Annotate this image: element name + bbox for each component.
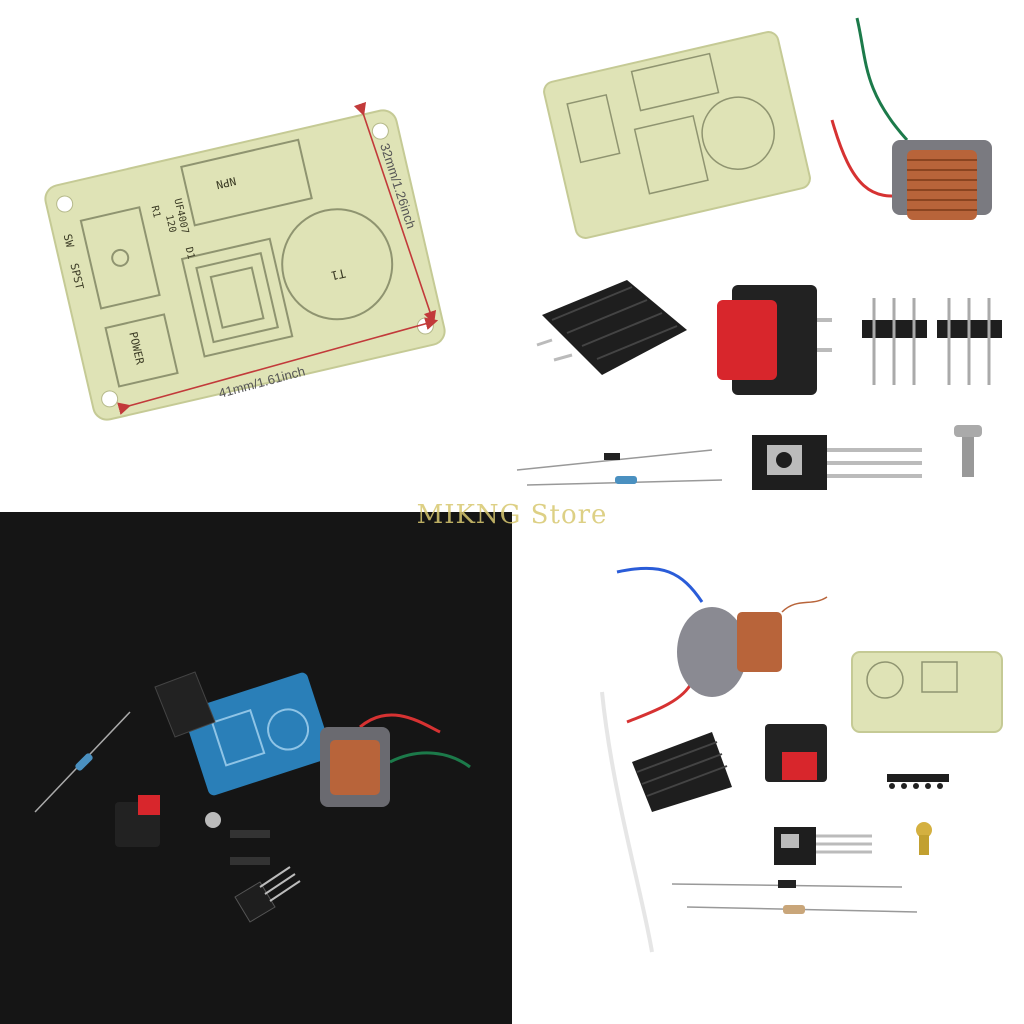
coil-label: T1 xyxy=(330,266,347,283)
kit-parts-photo-alt xyxy=(512,512,1024,1024)
blue-pcb xyxy=(183,672,333,796)
screw xyxy=(954,425,982,477)
heatsink xyxy=(536,280,687,375)
resistor-ref-label: R1 xyxy=(149,205,162,219)
diode-ref-label: D1 xyxy=(183,246,196,260)
switch-ref-label: SW xyxy=(61,233,77,249)
transistor-dark xyxy=(234,866,301,923)
ignition-coil xyxy=(830,17,992,220)
diode-alt xyxy=(671,880,903,888)
rocker-switch-dark xyxy=(115,795,160,847)
transistor-label: NPN xyxy=(215,174,237,191)
kit-parts-dark-photo xyxy=(0,512,512,1024)
kit-parts-photo xyxy=(512,0,1024,512)
pin-headers xyxy=(862,298,1002,385)
ignition-coil-alt xyxy=(616,566,828,724)
diode-and-resistor xyxy=(516,449,723,486)
power-transistor-alt xyxy=(774,827,872,865)
pin-headers-alt xyxy=(887,774,949,789)
kit-parts-drawing xyxy=(516,17,1002,490)
pcb-dimension-drawing: SPST SW NPN R1 120 UF4007 D1 T1 POWER 32… xyxy=(44,101,446,421)
ignition-coil-dark xyxy=(320,713,471,807)
rocker-switch xyxy=(717,285,832,395)
pcb-board-small xyxy=(543,31,811,239)
heatsink-dark xyxy=(154,671,216,738)
pcb-board-alt xyxy=(851,651,1003,733)
pin-headers-dark xyxy=(230,830,270,865)
screw-alt xyxy=(916,822,932,855)
rocker-switch-alt xyxy=(765,724,827,782)
width-dimension-arrow xyxy=(117,317,439,415)
switch-label: SPST xyxy=(67,262,86,291)
white-wire xyxy=(600,691,654,953)
resistor-alt xyxy=(686,905,918,914)
pcb-dimension-photo: SPST SW NPN R1 120 UF4007 D1 T1 POWER 32… xyxy=(0,0,512,512)
kit-parts-alt-drawing xyxy=(600,566,1003,953)
screw-dark xyxy=(205,812,221,828)
power-transistor xyxy=(752,435,922,490)
resistor-value-label: 120 xyxy=(163,214,178,234)
kit-parts-dark-drawing xyxy=(34,671,471,923)
resistor-dark xyxy=(34,711,131,813)
height-dimension-arrow xyxy=(353,101,437,325)
heatsink-alt xyxy=(632,732,732,812)
